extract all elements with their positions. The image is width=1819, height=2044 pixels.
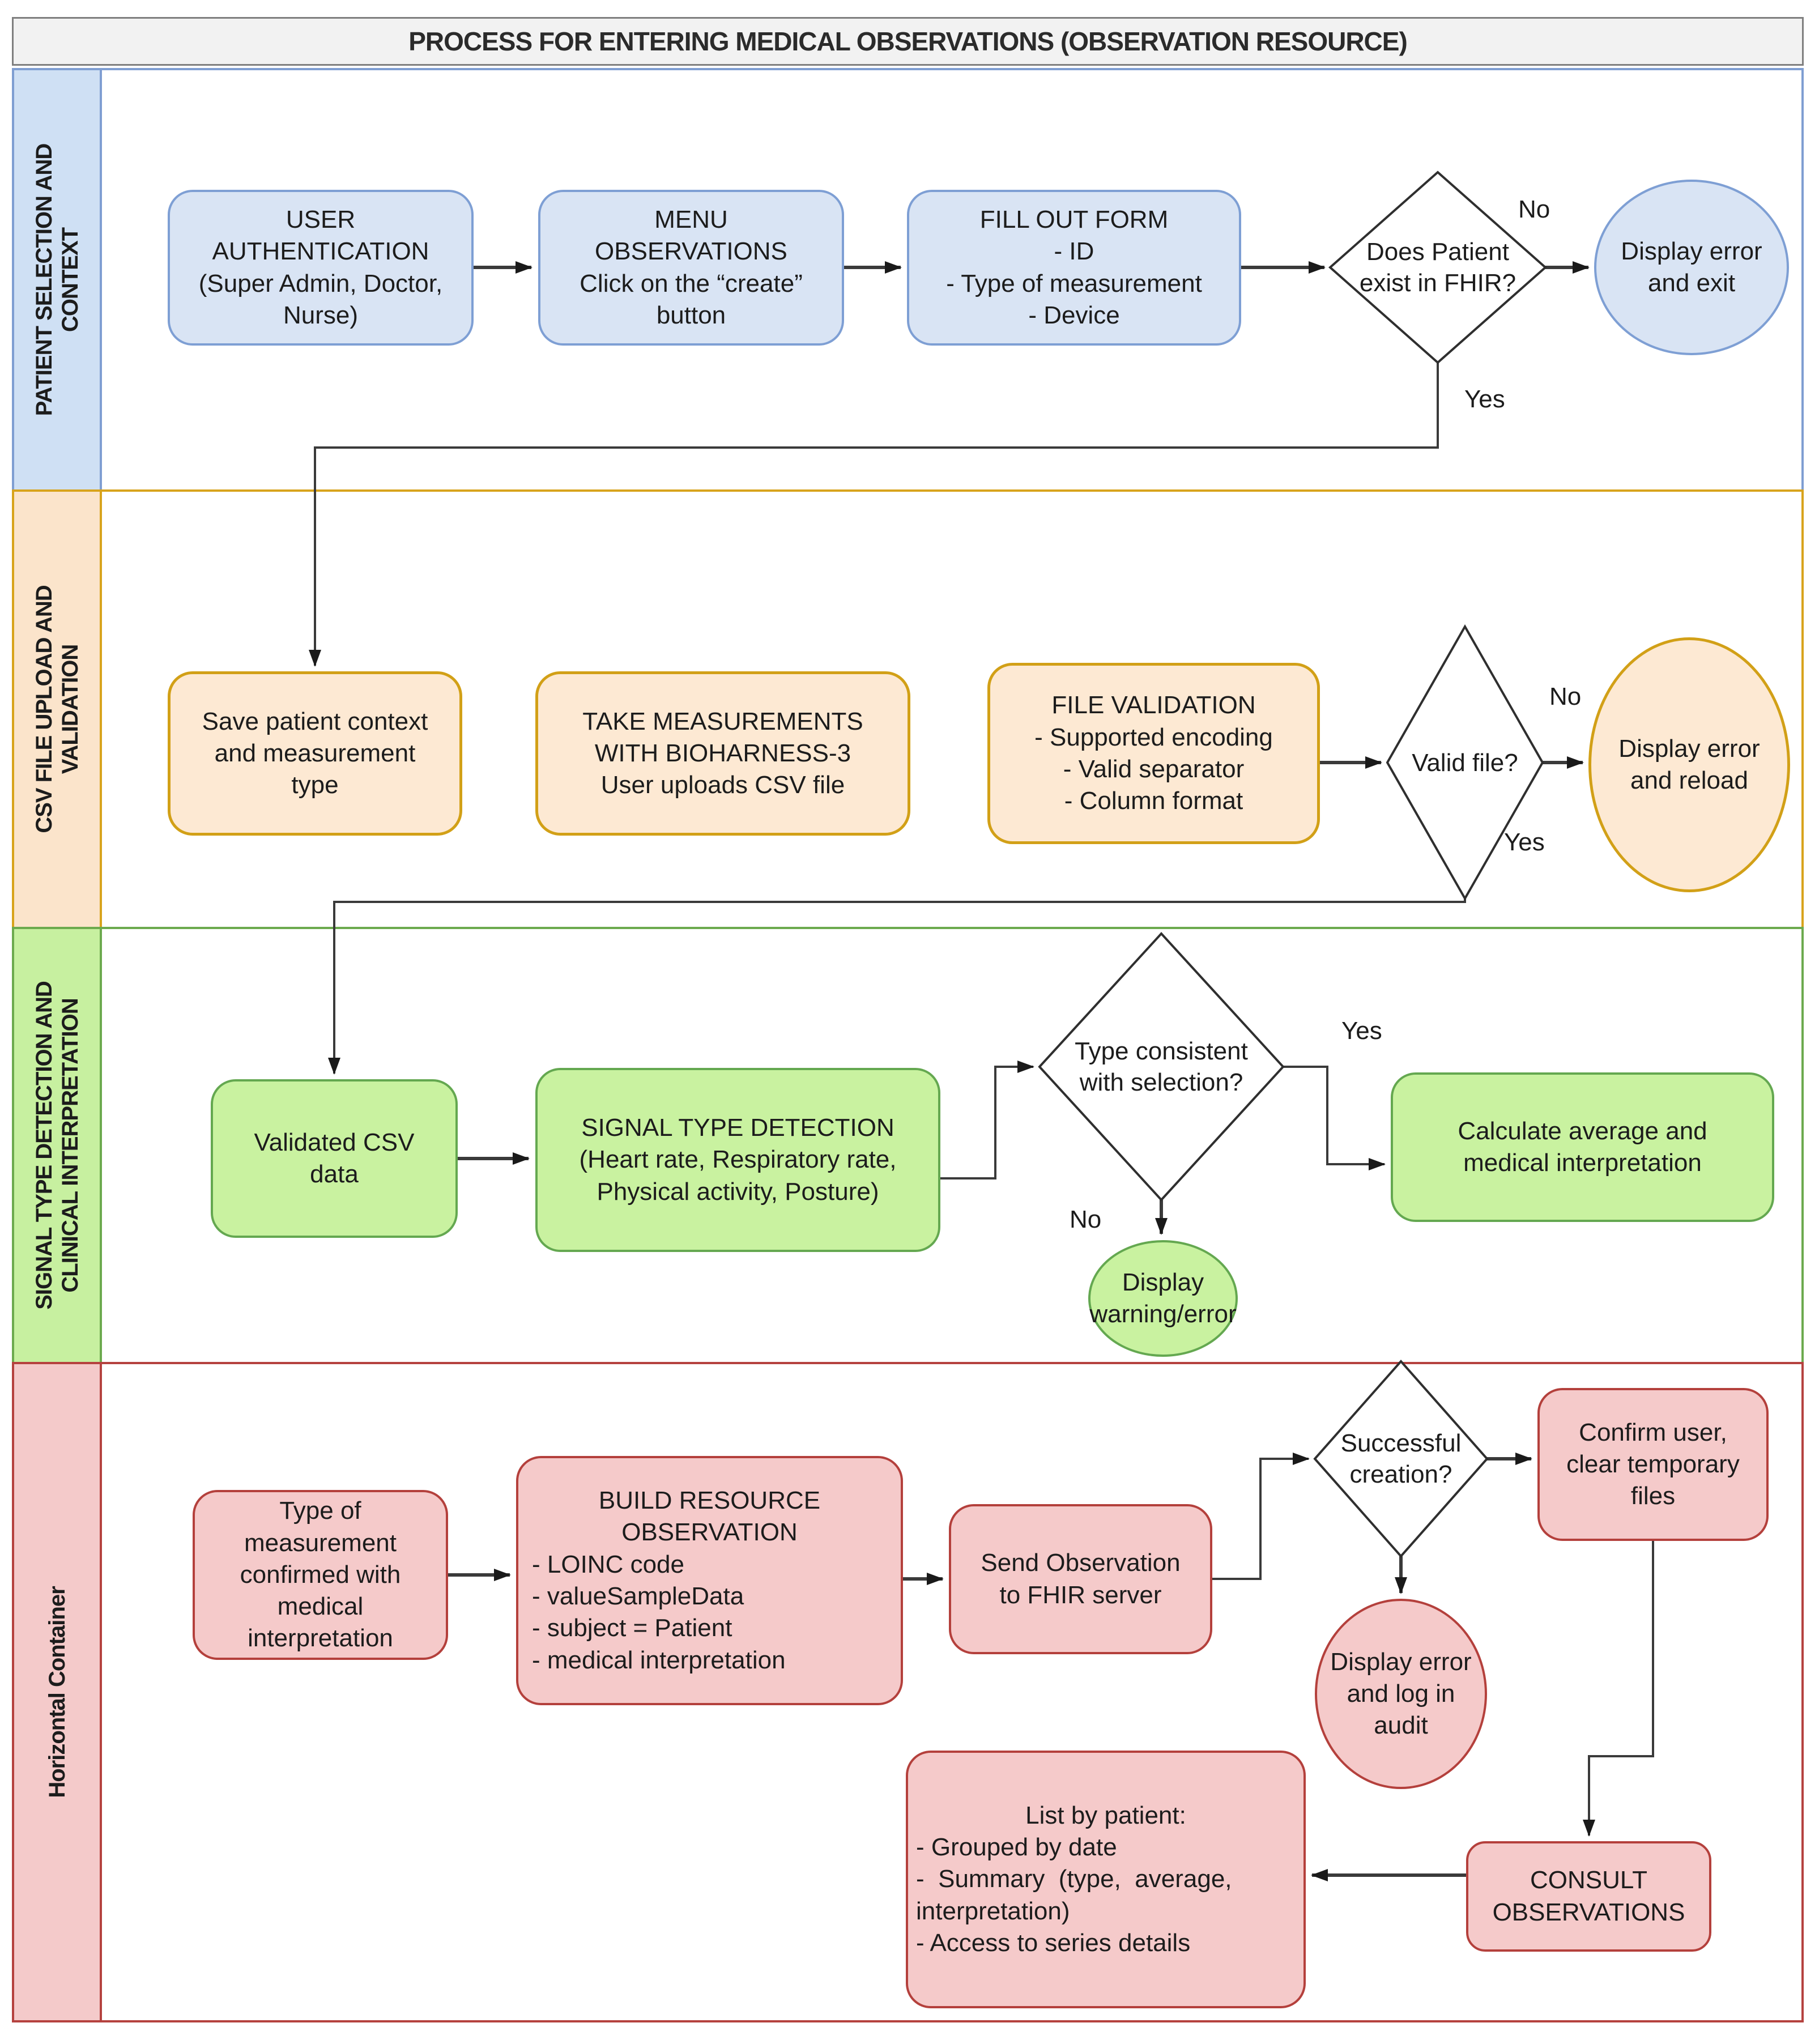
node-build-resource-title: BUILD RESOURCE OBSERVATION [598, 1487, 821, 1547]
node-validated-csv: Validated CSV data [211, 1079, 458, 1238]
edge-confirm-to-consult [1583, 1541, 1654, 1837]
node-display-error-reload: Display error and reload [1588, 637, 1790, 892]
edge-validfile-yes [328, 898, 1466, 1075]
diamond-patient-exists-text: Does Patient exist in FHIR? [1359, 238, 1516, 297]
node-consult-observations: CONSULT OBSERVATIONS [1466, 1841, 1711, 1952]
diamond-type-consistent-shape [1038, 932, 1285, 1202]
lane-horizontal-container-labelcol: Horizontal Container [14, 1364, 102, 2020]
diamond-successful-creation-text: Successful creation? [1340, 1429, 1462, 1488]
label-typeconsistent-yes: Yes [1341, 1017, 1382, 1045]
node-signal-type-detection: SIGNAL TYPE DETECTION (Heart rate, Respi… [535, 1068, 940, 1252]
diamond-valid-file-shape [1386, 624, 1544, 901]
node-display-error-audit: Display error and log in audit [1315, 1599, 1487, 1789]
edge-signal-to-typeconsistent [940, 1061, 1034, 1179]
node-build-resource-body: - LOINC code - valueSampleData - subject… [532, 1550, 786, 1674]
label-patient-decision-no: No [1518, 195, 1550, 223]
edge-send-to-success [1212, 1453, 1310, 1580]
node-take-measurements: TAKE MEASUREMENTS WITH BIOHARNESS-3 User… [535, 671, 910, 836]
edge-typeconsistent-yes [1283, 1066, 1386, 1170]
label-validfile-yes: Yes [1504, 828, 1545, 856]
node-build-resource: BUILD RESOURCE OBSERVATION - LOINC code … [516, 1456, 903, 1705]
diamond-successful-creation-shape [1313, 1359, 1489, 1558]
edge-patient-decision-yes [309, 363, 1439, 667]
diamond-valid-file-text: Valid file? [1412, 748, 1518, 777]
node-display-warning-error: Display warning/error [1088, 1240, 1238, 1357]
lane-signal-detection-labelcol: SIGNAL TYPE DETECTION AND CLINICAL INTER… [14, 929, 102, 1362]
node-confirm-user: Confirm user, clear temporary files [1537, 1388, 1769, 1541]
node-calculate-average: Calculate average and medical interpreta… [1391, 1072, 1774, 1222]
node-type-confirmed: Type of measurement confirmed with medic… [193, 1490, 448, 1660]
label-validfile-no: No [1549, 683, 1582, 710]
node-save-patient-context: Save patient context and measurement typ… [168, 671, 462, 836]
node-user-authentication: USER AUTHENTICATION (Super Admin, Doctor… [168, 190, 474, 346]
lane-patient-selection-labelcol: PATIENT SELECTION AND CONTEXT [14, 70, 102, 489]
lane-csv-upload-labelcol: CSV FILE UPLOAD AND VALIDATION [14, 492, 102, 927]
node-list-by-patient: List by patient: - Grouped by date - Sum… [906, 1751, 1306, 2008]
node-display-error-exit: Display error and exit [1594, 180, 1789, 355]
node-list-by-patient-title: List by patient: [1025, 1801, 1186, 1829]
node-menu-observations: MENU OBSERVATIONS Click on the “create” … [538, 190, 844, 346]
diamond-patient-exists-shape [1328, 171, 1548, 364]
node-fill-out-form: FILL OUT FORM - ID - Type of measurement… [907, 190, 1241, 346]
label-patient-decision-yes: Yes [1464, 385, 1505, 413]
diagram-title: PROCESS FOR ENTERING MEDICAL OBSERVATION… [12, 17, 1804, 66]
node-send-observation: Send Observation to FHIR server [949, 1504, 1212, 1654]
node-file-validation: FILE VALIDATION - Supported encoding - V… [987, 663, 1320, 844]
diamond-type-consistent-text: Type consistent with selection? [1075, 1037, 1248, 1096]
label-typeconsistent-no: No [1070, 1206, 1102, 1233]
node-list-by-patient-body: - Grouped by date - Summary (type, avera… [916, 1833, 1232, 1957]
